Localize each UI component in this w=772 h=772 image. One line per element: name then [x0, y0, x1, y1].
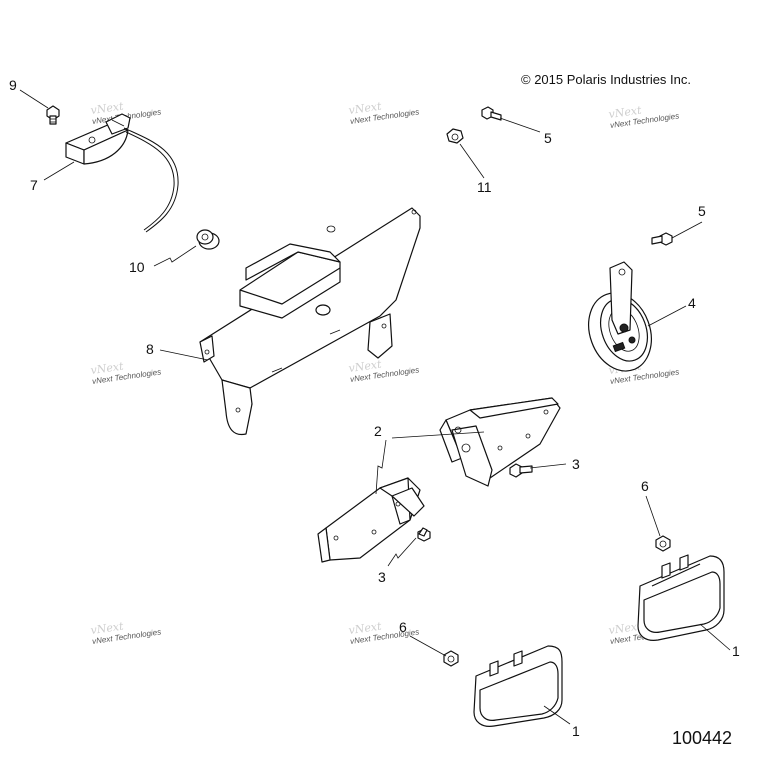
part-3-screw-b [417, 527, 431, 542]
part-3-screw-a [509, 463, 533, 478]
part-7-license-lamp [65, 113, 179, 233]
callout-7: 7 [30, 177, 38, 193]
watermark-4: vNext vNext Technologies [90, 359, 162, 385]
part-6-nut-lower [443, 650, 459, 667]
watermark-8: vNext vNext Technologies [348, 619, 420, 645]
watermark-3: vNext vNext Technologies [608, 103, 680, 129]
part-5-screw-right [651, 232, 673, 246]
callout-3-right: 3 [572, 456, 580, 472]
part-1-taillight-upper [637, 554, 725, 641]
figure-number: 100442 [672, 728, 733, 748]
callout-5-right: 5 [698, 203, 706, 219]
callout-4: 4 [688, 295, 696, 311]
watermark-5: vNext vNext Technologies [348, 357, 420, 383]
watermark-logo: vNext [90, 99, 125, 117]
part-10-grommet [196, 229, 220, 250]
part-2-bracket-lower [317, 477, 425, 563]
callout-1-lower: 1 [572, 723, 580, 739]
watermark-1: vNext vNext Technologies [348, 99, 420, 125]
callout-labels: 9 7 10 8 11 5 5 4 2 3 3 6 6 1 1 [9, 77, 740, 739]
watermark-logo: vNext [608, 619, 643, 637]
callout-8: 8 [146, 341, 154, 357]
watermark-logo: vNext [608, 103, 643, 121]
leader-lines [19, 89, 731, 725]
watermark-logo: vNext [348, 619, 383, 637]
part-8-mounting-plate [199, 207, 421, 436]
callout-1-upper: 1 [732, 643, 740, 659]
callout-9: 9 [9, 77, 17, 93]
watermark-logo: vNext [348, 99, 383, 117]
part-9-screw [46, 105, 60, 125]
watermark-group: vNext vNext Technologies vNext vNext Tec… [90, 99, 680, 645]
watermark-logo: vNext [90, 619, 125, 637]
watermark-7: vNext vNext Technologies [90, 619, 162, 645]
part-5-screw-upper [481, 106, 502, 121]
part-6-nut-upper [655, 535, 671, 552]
copyright-notice: © 2015 Polaris Industries Inc. [521, 72, 691, 87]
callout-10: 10 [129, 259, 145, 275]
callout-3-lower: 3 [378, 569, 386, 585]
watermark-logo: vNext [348, 357, 383, 375]
callout-5-upper: 5 [544, 130, 552, 146]
part-11-nut [446, 128, 464, 144]
callout-6-lower: 6 [399, 619, 407, 635]
watermark-logo: vNext [90, 359, 125, 377]
callout-6-upper: 6 [641, 478, 649, 494]
part-4-horn [588, 261, 652, 372]
callout-2: 2 [374, 423, 382, 439]
part-2-bracket-upper [439, 397, 561, 487]
callout-11: 11 [477, 179, 492, 195]
part-1-taillight-lower [473, 645, 563, 727]
